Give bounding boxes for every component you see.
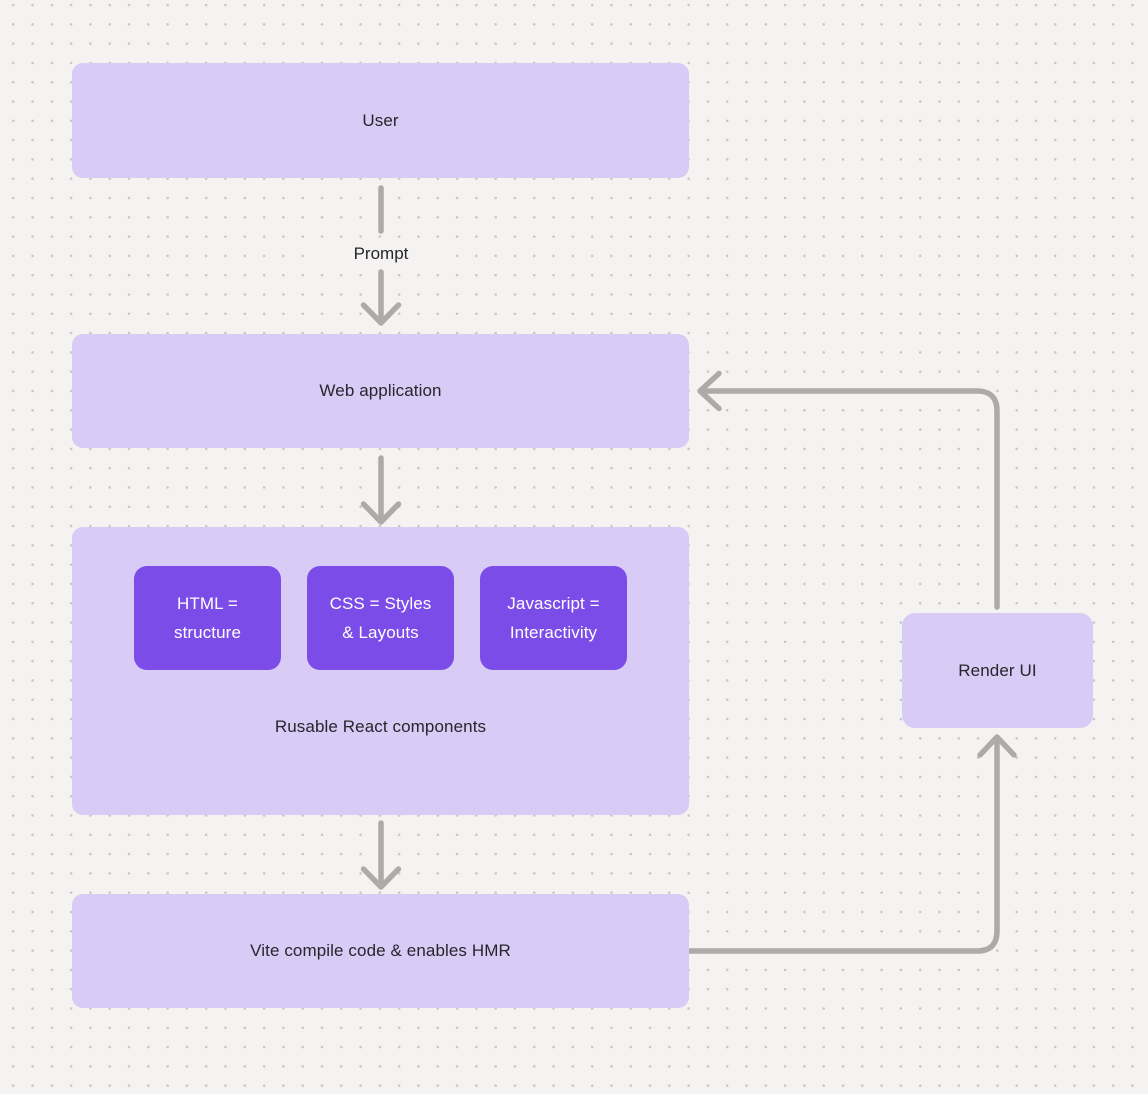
chip-row: HTML = structure CSS = Styles & Layouts … (72, 566, 689, 670)
arrowhead-left-icon (697, 370, 722, 412)
connector-render-to-web[interactable] (697, 370, 1000, 610)
node-components-group[interactable]: HTML = structure CSS = Styles & Layouts … (72, 527, 689, 815)
arrowhead-down-icon (360, 501, 402, 525)
chip-javascript-line1: Javascript = (507, 594, 600, 613)
node-user-label: User (362, 110, 399, 130)
arrowhead-down-icon (360, 302, 402, 326)
chip-html-line1: HTML = (177, 594, 238, 613)
chip-css-line2: & Layouts (342, 623, 419, 642)
chip-javascript[interactable]: Javascript = Interactivity (480, 566, 627, 670)
node-web-application[interactable]: Web application (72, 334, 689, 448)
node-web-application-label: Web application (319, 381, 442, 400)
chip-css[interactable]: CSS = Styles & Layouts (307, 566, 454, 670)
node-vite[interactable]: Vite compile code & enables HMR (72, 894, 689, 1008)
edge-label-prompt-text: Prompt (353, 244, 409, 263)
chip-html[interactable]: HTML = structure (134, 566, 281, 670)
node-user[interactable]: User (72, 63, 689, 178)
connector-line (701, 388, 1000, 610)
connector-components-to-vite[interactable] (360, 820, 402, 890)
chip-html-line2: structure (173, 623, 242, 642)
connector-line (687, 740, 1000, 954)
node-vite-label: Vite compile code & enables HMR (250, 941, 511, 960)
chip-css-line1: CSS = Styles (329, 594, 432, 613)
node-render-ui-label: Render UI (958, 660, 1037, 680)
components-caption: Rusable React components (274, 717, 487, 736)
edge-label-prompt[interactable]: Prompt (321, 244, 441, 264)
arrowhead-up-icon (977, 734, 1017, 758)
connector-web-to-components[interactable] (360, 455, 402, 525)
node-render-ui[interactable]: Render UI (902, 613, 1093, 728)
arrowhead-down-icon (360, 866, 402, 890)
connector-vite-to-render[interactable] (687, 734, 1017, 954)
chip-javascript-line2: Interactivity (509, 623, 598, 642)
